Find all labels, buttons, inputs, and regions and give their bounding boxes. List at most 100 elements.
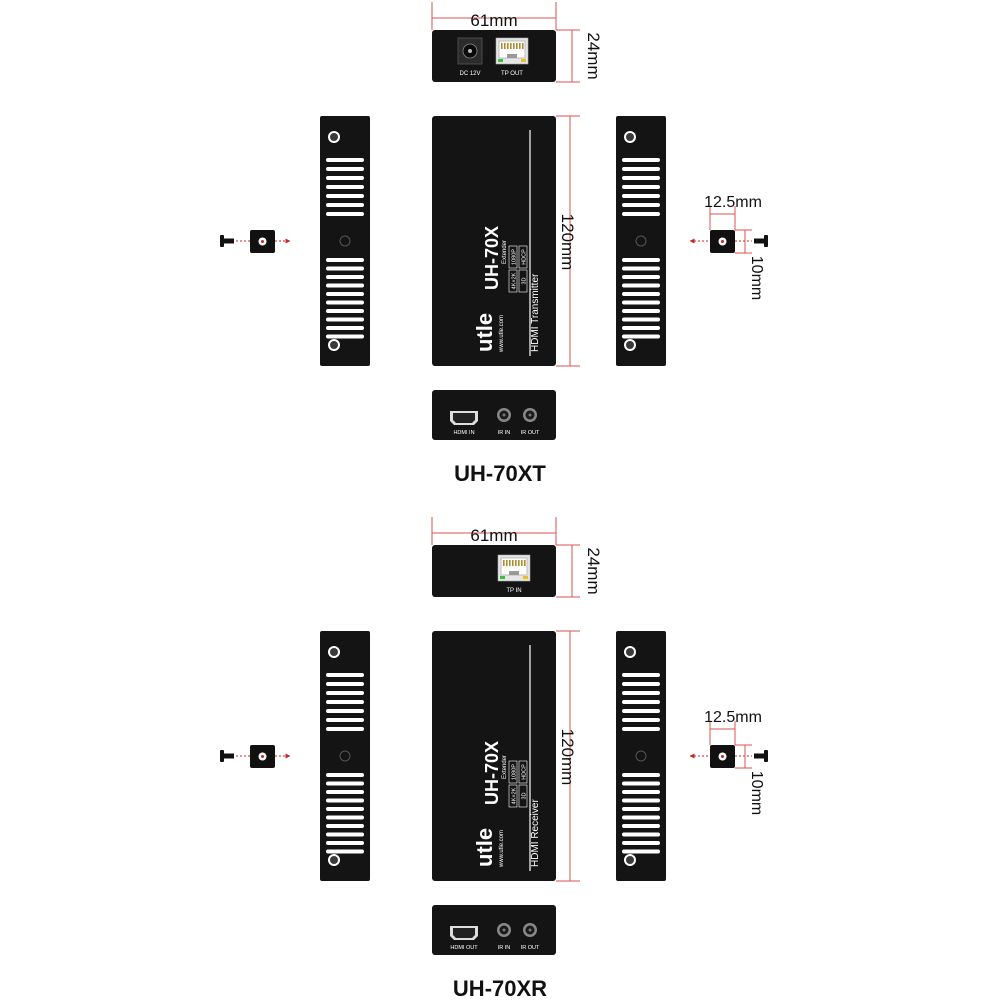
product-name-label: HDMI Transmitter <box>530 273 541 352</box>
bracket-width-label: 12.5mm <box>704 194 762 211</box>
vent-slot <box>326 815 364 820</box>
website-text: www.utle.com <box>499 830 505 868</box>
model-label: UH-70X <box>482 741 502 805</box>
subtitle-label: Extender <box>502 240 508 264</box>
port-label: TP OUT <box>501 71 523 77</box>
model-title: UH-70XT <box>454 461 546 486</box>
vent-slot <box>622 709 660 713</box>
vent-slot <box>326 317 364 322</box>
vent-slot <box>622 832 660 837</box>
vent-slot <box>326 682 364 686</box>
vent-slot <box>622 292 660 296</box>
vent-slot <box>622 790 660 794</box>
height-dimension-label: 24mm <box>584 32 603 79</box>
website-text: www.utle.com <box>499 315 505 353</box>
port-label: IR IN <box>498 945 511 951</box>
screw-icon <box>764 750 768 762</box>
length-dimension-label: 120mm <box>558 729 577 786</box>
vent-slot <box>622 700 660 704</box>
brand-logo: utle <box>472 313 497 352</box>
transmitter-left-screw-assembly <box>220 230 291 253</box>
brand-logo: utle <box>472 828 497 867</box>
vent-slot <box>326 258 364 262</box>
vent-slot <box>622 781 660 786</box>
device-body <box>432 631 556 881</box>
feature-badge <box>508 269 518 293</box>
vent-slot <box>326 283 364 288</box>
vent-slot <box>622 773 660 777</box>
vent-slot <box>326 832 364 837</box>
port-label: HDMI OUT <box>450 945 478 951</box>
transmitter-right-screw-assembly: 12.5mm 10mm <box>689 194 768 300</box>
vent-slot <box>326 212 364 216</box>
vent-slot <box>622 798 660 803</box>
vent-slot <box>622 158 660 162</box>
vent-slot <box>326 300 364 305</box>
width-dimension-label: 61mm <box>470 526 517 545</box>
vent-slot <box>326 841 364 845</box>
feature-badge-label: HDCP <box>522 249 528 265</box>
vent-slot <box>326 727 364 731</box>
vent-slot <box>326 334 364 339</box>
screw-icon <box>220 750 224 762</box>
feature-badge <box>518 245 528 269</box>
vent-slot <box>326 203 364 207</box>
vent-slot <box>622 815 660 820</box>
vent-slot <box>326 292 364 296</box>
vent-slot <box>326 167 364 171</box>
vent-slot <box>326 266 364 271</box>
vent-slot <box>622 258 660 262</box>
transmitter-right-rail <box>616 116 666 366</box>
receiver-left-screw-assembly <box>220 745 291 768</box>
vent-slot <box>622 212 660 216</box>
product-name-label: HDMI Receiver <box>530 799 541 867</box>
vent-slot <box>622 849 660 854</box>
model-title: UH-70XR <box>453 976 547 1000</box>
screw-icon <box>764 235 768 247</box>
end-panel <box>432 30 556 82</box>
receiver-right-rail <box>616 631 666 881</box>
vent-slot <box>326 309 364 313</box>
vent-slot <box>326 781 364 786</box>
vent-slot <box>622 309 660 313</box>
vent-slot <box>622 317 660 322</box>
feature-badge-label: 3D <box>522 792 528 799</box>
feature-badge-label: 1080P <box>512 249 518 265</box>
vent-slot <box>622 283 660 288</box>
port-label: HDMI IN <box>453 430 474 436</box>
feature-badge <box>518 269 528 293</box>
vent-slot <box>326 158 364 162</box>
port-label: IR OUT <box>521 945 540 951</box>
vent-slot <box>622 718 660 722</box>
vent-slot <box>622 326 660 330</box>
feature-badge <box>518 760 528 784</box>
length-dimension-label: 120mm <box>558 214 577 271</box>
vent-slot <box>622 682 660 686</box>
end-panel <box>432 390 556 440</box>
feature-badge-label: 1080P <box>512 764 518 780</box>
vent-slot <box>326 185 364 189</box>
dc-jack-icon <box>457 37 483 65</box>
feature-badge-label: HDCP <box>522 764 528 780</box>
vent-slot <box>326 700 364 704</box>
feature-badge <box>508 760 518 784</box>
end-panel <box>432 905 556 955</box>
vent-slot <box>622 673 660 677</box>
transmitter-left-rail <box>320 116 370 366</box>
vent-slot <box>326 709 364 713</box>
feature-badge-label: 3D <box>522 277 528 284</box>
vent-slot <box>622 727 660 731</box>
vent-slot <box>622 194 660 198</box>
bracket-height-label: 10mm <box>748 256 765 300</box>
feature-badge <box>508 245 518 269</box>
vent-slot <box>622 176 660 180</box>
feature-badge-label: 4K×2K <box>512 787 518 804</box>
vent-slot <box>622 300 660 305</box>
